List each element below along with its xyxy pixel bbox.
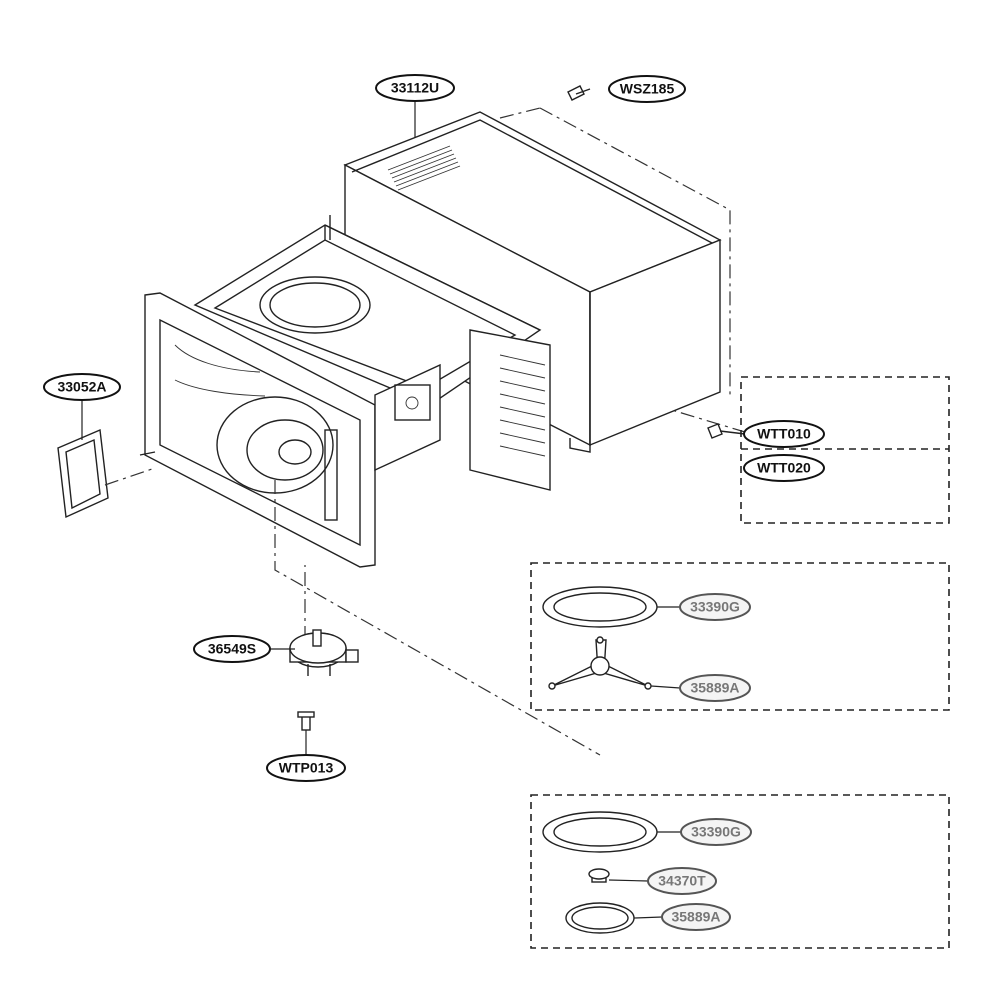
label-tray-a-text: 33390G bbox=[690, 599, 740, 615]
tray-set-a-box bbox=[530, 562, 950, 711]
tray-set-b-box bbox=[530, 794, 950, 949]
label-motor-screw: WTP013 bbox=[266, 754, 346, 782]
label-cabinet-text: 33112U bbox=[391, 80, 439, 96]
label-support-b: 35889A bbox=[661, 903, 731, 931]
label-coupler-b: 34370T bbox=[647, 867, 717, 895]
glass-tray-a-drawing bbox=[542, 586, 680, 628]
label-motor-screw-text: WTP013 bbox=[279, 760, 334, 776]
label-screw-b-text: WTT020 bbox=[757, 460, 811, 476]
label-cabinet-screw-text: WSZ185 bbox=[620, 81, 675, 97]
label-cover: 33052A bbox=[43, 373, 121, 401]
roller-ring-b-drawing bbox=[565, 902, 663, 934]
label-motor-text: 36549S bbox=[208, 641, 256, 657]
vent-slots bbox=[387, 145, 461, 191]
label-coupler-b-text: 34370T bbox=[658, 873, 706, 889]
label-screw-a: WTT010 bbox=[743, 420, 825, 448]
label-tray-b-text: 33390G bbox=[691, 824, 741, 840]
label-support-a-text: 35889A bbox=[690, 680, 739, 696]
screw-variants-box bbox=[740, 376, 950, 524]
label-screw-a-text: WTT010 bbox=[757, 426, 811, 442]
turntable-motor-drawing bbox=[274, 480, 601, 756]
coupler-b-drawing bbox=[588, 868, 649, 883]
label-cover-text: 33052A bbox=[57, 379, 106, 395]
cover-plate-drawing bbox=[57, 428, 156, 519]
label-support-b-text: 35889A bbox=[671, 909, 720, 925]
glass-tray-b-drawing bbox=[542, 811, 682, 853]
label-support-a: 35889A bbox=[679, 674, 751, 702]
label-tray-a: 33390G bbox=[679, 593, 751, 621]
motor-screw-drawing bbox=[297, 711, 315, 755]
label-cabinet-screw: WSZ185 bbox=[608, 75, 686, 103]
label-cabinet: 33112U bbox=[375, 74, 455, 102]
label-tray-b: 33390G bbox=[680, 818, 752, 846]
label-motor: 36549S bbox=[193, 635, 271, 663]
cabinet-screw-drawing bbox=[567, 85, 591, 101]
roller-support-a-drawing bbox=[548, 636, 681, 690]
inner-chassis-drawing bbox=[139, 215, 551, 568]
label-screw-b: WTT020 bbox=[743, 454, 825, 482]
side-grille bbox=[499, 354, 546, 457]
